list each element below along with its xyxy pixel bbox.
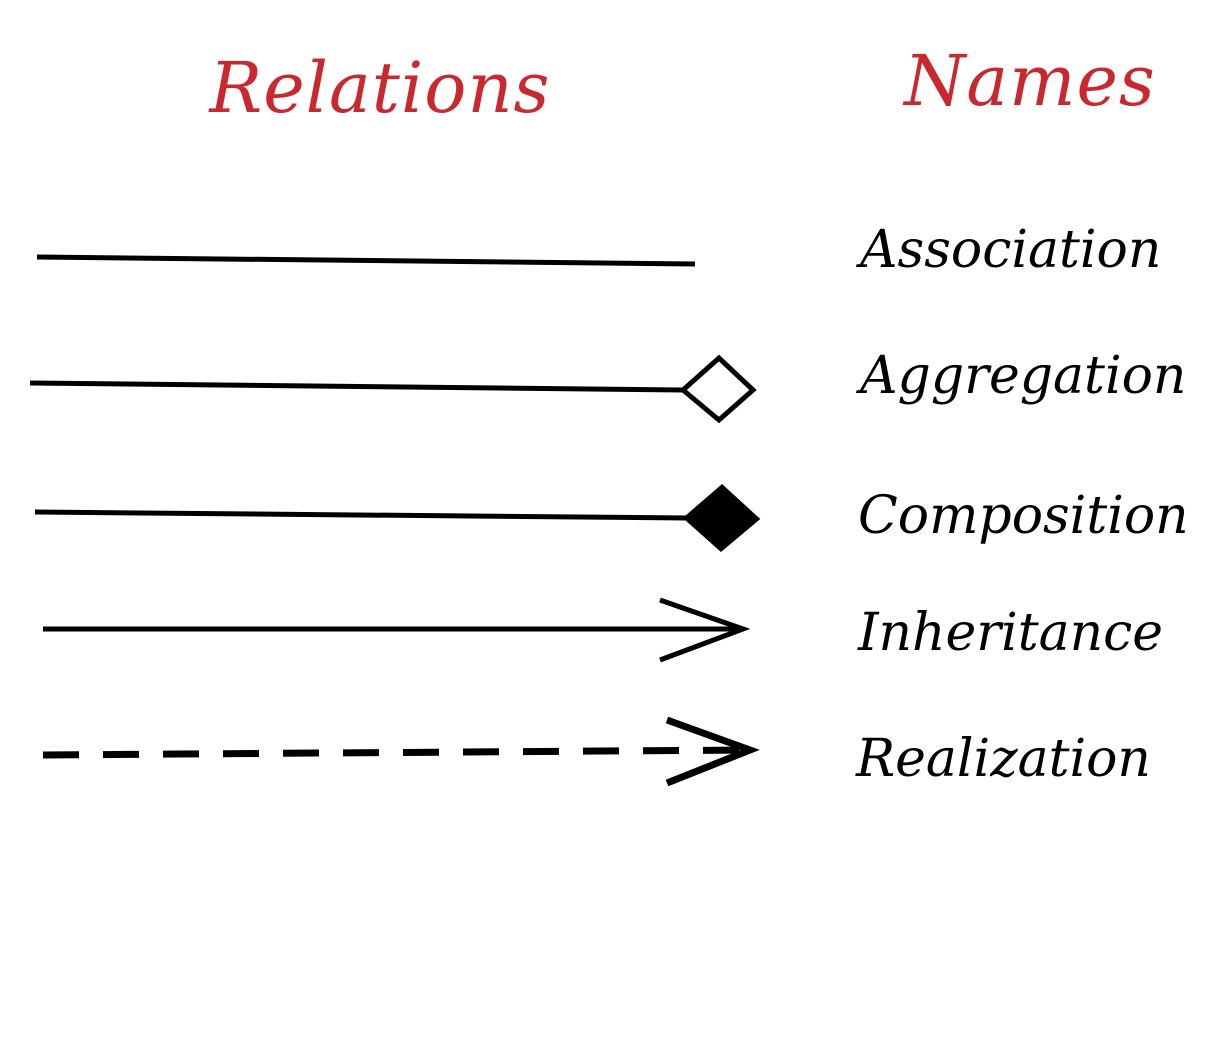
aggregation-relation — [29, 354, 757, 424]
aggregation-label: Aggregation — [856, 346, 1186, 406]
inheritance-relation — [43, 597, 751, 663]
composition-line — [34, 509, 688, 521]
association-label: Association — [856, 220, 1161, 280]
relations-heading: Relations — [208, 47, 551, 129]
aggregation-line — [29, 380, 684, 393]
association-relation — [36, 254, 696, 267]
composition-label: Composition — [858, 486, 1189, 546]
open-arrow-icon — [665, 716, 760, 787]
names-heading: Names — [902, 40, 1156, 122]
hollow-diamond-icon — [679, 354, 757, 424]
open-arrow-icon — [659, 597, 751, 663]
realization-dashed-line — [42, 746, 749, 759]
realization-relation — [42, 716, 760, 787]
association-line — [36, 254, 696, 267]
filled-diamond-icon — [682, 483, 761, 552]
realization-label: Realization — [855, 729, 1151, 789]
inheritance-label: Inheritance — [857, 603, 1163, 663]
composition-relation — [34, 483, 761, 552]
